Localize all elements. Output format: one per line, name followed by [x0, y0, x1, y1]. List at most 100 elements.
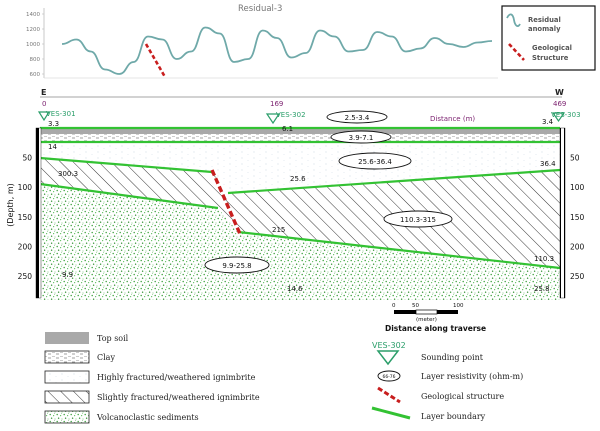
structure-legend-label-2: Structure [532, 54, 569, 62]
scale-caption: Distance along traverse [385, 324, 486, 333]
residual-y-tick: 800 [30, 57, 41, 63]
depth-tick: 250 [570, 272, 585, 281]
legend-clay: Clay [97, 353, 115, 362]
depth-tick: 50 [22, 154, 32, 163]
station-ves-302: 169 VES-302 [265, 100, 306, 125]
resistivity-value: 6.1 [282, 125, 293, 133]
layer-boundary-legend-icon [371, 406, 411, 420]
geological-structure-legend-icon [377, 386, 401, 404]
distance-axis-label: Distance (m) [430, 115, 475, 123]
scale-bar: 0 50 100 (meter) Distance along traverse [385, 303, 486, 333]
sounding-point-legend-icon [376, 350, 400, 366]
residual-structure-marker [144, 43, 167, 78]
resistivity-legend-icon [377, 370, 401, 382]
residual-panel: Residual-3 1400 1200 1000 800 600 [26, 4, 498, 79]
scale-tick: 50 [412, 303, 419, 309]
depth-tick: 100 [18, 183, 33, 192]
west-label: W [555, 88, 564, 97]
resistivity-value: 14 [48, 143, 57, 151]
legend-volcanoclastic: Volcanoclastic sediments [96, 413, 199, 422]
resistivity-value: 110.3 [534, 255, 554, 263]
layer-boundary-sw-east [237, 230, 561, 270]
legend-highly-fractured: Highly fractured/weathered ignimbrite [97, 373, 256, 382]
resistivity-value: 14.6 [287, 285, 303, 293]
layer-boundary-hf [39, 156, 213, 174]
legend-layer-resistivity: Layer resistivity (ohm-m) [421, 372, 523, 381]
residual-anomaly-curve [61, 26, 493, 75]
resistivity-value: 3.3 [48, 120, 59, 128]
geological-structure-fault [210, 169, 242, 235]
resistivity-values: 3.3 14 300.3 9.9 6.1 25.6 215 14.6 3.4 3… [48, 118, 556, 293]
resistivity-value: 215 [272, 226, 285, 234]
residual-legend-label-1: Residual [528, 16, 561, 24]
depth-axis-title: (Depth, m) [6, 183, 15, 227]
resistivity-sample-label: 66-76 [382, 374, 395, 380]
top-soil-layer [40, 128, 560, 134]
residual-y-tick: 1400 [26, 12, 40, 18]
station-ves-301: 0 VES-301 [37, 100, 76, 122]
slightly-fractured-swatch [44, 390, 90, 404]
station-distance: 0 [42, 100, 46, 108]
east-label: E [41, 88, 46, 97]
residual-y-ticks: 1400 1200 1000 800 600 [26, 12, 44, 78]
structure-legend-label-1: Geological [532, 44, 572, 52]
residual-legend: Residual anomaly Geological Structure [501, 5, 596, 71]
station-name: VES-303 [551, 111, 581, 119]
volcanoclastic-swatch [44, 410, 90, 424]
residual-anomaly-legend-symbol [506, 13, 521, 27]
legend-sounding-point: Sounding point [421, 353, 484, 362]
clay-swatch [44, 350, 90, 364]
residual-legend-label-2: anomaly [528, 25, 561, 33]
top-soil-swatch [45, 332, 89, 344]
station-distance: 169 [270, 100, 283, 108]
depth-ticks-left: 50 100 150 200 250 [18, 154, 33, 281]
sounding-point-icon [551, 112, 566, 123]
resistivity-value: 300.3 [58, 170, 78, 178]
residual-y-tick: 1000 [26, 42, 40, 48]
resistivity-range: 9.9-25.8 [222, 262, 251, 270]
legend-layer-boundary: Layer boundary [421, 412, 486, 421]
slightly-fractured-ignimbrite-layer [40, 158, 560, 268]
residual-y-tick: 600 [30, 72, 41, 78]
depth-tick: 200 [570, 242, 585, 251]
scale-tick: 100 [453, 303, 464, 309]
highly-fractured-swatch [44, 370, 90, 384]
resistivity-value: 9.9 [62, 271, 73, 279]
clay-layer [40, 134, 560, 142]
scale-tick: 0 [392, 303, 396, 309]
depth-tick: 150 [18, 213, 33, 222]
depth-tick: 150 [570, 213, 585, 222]
residual-y-tick: 1200 [26, 27, 40, 33]
resistivity-range: 2.5-3.4 [345, 114, 370, 122]
volcanoclastic-sediment-layer [40, 184, 560, 300]
resistivity-range: 110.3-315 [400, 216, 436, 224]
station-name: VES-301 [46, 110, 76, 118]
resistivity-range: 25.6-36.4 [358, 158, 392, 166]
bottom-legend: Top soil Clay Highly fractured/weathered… [44, 332, 523, 424]
sounding-sample-label: VES-302 [372, 341, 406, 350]
depth-tick: 50 [570, 154, 580, 163]
depth-tick: 250 [18, 272, 33, 281]
station-name: VES-302 [276, 111, 306, 119]
layer-boundaries [39, 126, 561, 270]
resistivity-value: 25.6 [290, 175, 306, 183]
highly-fractured-ignimbrite-layer [40, 142, 560, 193]
residual-title: Residual-3 [238, 4, 282, 14]
resistivity-ranges: 2.5-3.4 3.9-7.1 25.6-36.4 110.3-315 9.9-… [204, 110, 453, 274]
resistivity-range: 3.9-7.1 [349, 134, 374, 142]
resistivity-value: 36.4 [540, 160, 556, 168]
right-depth-ruler [559, 127, 566, 299]
depth-tick: 200 [18, 242, 33, 251]
legend-geological-structure: Geological structure [421, 392, 504, 401]
scale-unit: (meter) [416, 317, 437, 323]
legend-slightly-fractured: Slightly fractured/weathered ignimbrite [97, 393, 260, 402]
layer-boundary-hf-east [227, 168, 561, 195]
resistivity-value: 3.4 [542, 118, 554, 126]
station-distance: 469 [553, 100, 566, 108]
layer-boundary-sw [39, 182, 219, 210]
station-ves-303: 469 VES-303 [551, 100, 581, 123]
resistivity-value: 25.8 [534, 285, 550, 293]
sounding-point-icon [265, 113, 281, 125]
